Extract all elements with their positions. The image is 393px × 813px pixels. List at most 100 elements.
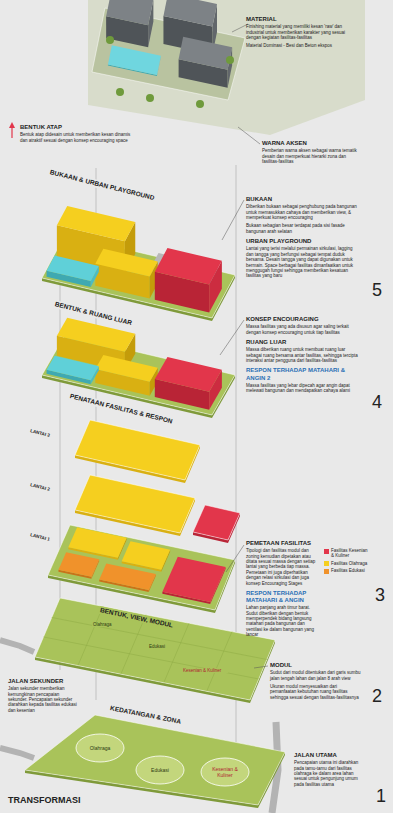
- zone-circle: Edukasi: [135, 755, 185, 785]
- legend-text: Fasilitas Kesenian & Kuliner: [331, 548, 370, 559]
- site-plate: [48, 525, 235, 610]
- annotation-text: Lantai yang terisi melalui permainan sir…: [246, 246, 358, 278]
- zone-label: Edukasi: [148, 644, 166, 649]
- leader-line: [254, 666, 268, 668]
- legend-swatch: [324, 569, 329, 574]
- annotation-text: RESPON TERHADAP MATAHARI & ANGIN: [246, 590, 318, 604]
- zone-ellipse-shape: [76, 734, 124, 762]
- mass-box: [163, 0, 217, 26]
- rendering-site: [92, 8, 245, 100]
- annotation-text: URBAN PLAYGROUND: [246, 238, 358, 245]
- zone-name: Kesenian & Kuliner: [200, 766, 250, 778]
- annotation-text: Jalan sekunder memberikan kemungkinan pe…: [8, 686, 80, 713]
- legend-row: Fasilitas Kesenian & Kuliner: [324, 548, 370, 559]
- leader-line: [238, 127, 260, 144]
- annotation-text: MODUL: [270, 662, 362, 669]
- mass-box: [58, 552, 99, 577]
- legend-text: Fasilitas Olahraga: [331, 561, 367, 566]
- annotation-text: JALAN UTAMA: [294, 752, 366, 759]
- mass-box: [162, 557, 225, 602]
- floor-label: LANTAI 1: [29, 532, 52, 543]
- annotation-text: MATERIAL: [246, 16, 358, 23]
- step-number: 2: [372, 686, 382, 708]
- leader-line: [232, 24, 248, 32]
- mass-box: [68, 527, 126, 558]
- mass-box: [99, 564, 156, 591]
- modul-grid: [44, 637, 259, 679]
- annotation-text: Diberikan bukaan sebagai penghubung pada…: [246, 204, 358, 220]
- annotation-text: Massa fasilitas yang ada disusun agar sa…: [246, 324, 358, 335]
- mass-box: [108, 45, 161, 75]
- annotation-text: PEMETAAN FASILITAS: [246, 540, 318, 547]
- legend-row: Fasilitas Olahraga: [324, 561, 370, 567]
- section-title: BENTUK & RUANG LUAR: [53, 300, 134, 327]
- legend-swatch: [324, 549, 329, 554]
- annotation-text: JALAN SEKUNDER: [8, 678, 80, 685]
- modul-grid: [78, 606, 103, 665]
- zone-name: Edukasi: [135, 767, 185, 773]
- mass-box: [106, 0, 153, 25]
- annotation-text: Pencapaian utama ini diarahkan pada tamu…: [294, 760, 366, 787]
- annotation-text: Massa diberikan ruang untuk membuat ruan…: [246, 347, 358, 363]
- floor-label: LANTAI 3: [29, 428, 52, 439]
- step-number: 1: [376, 786, 386, 808]
- mass-box: [155, 357, 222, 392]
- site-plate: [35, 598, 275, 700]
- leader-line: [220, 320, 244, 355]
- leader-line: [226, 545, 244, 572]
- mass-box: [155, 248, 222, 284]
- modul-grid: [121, 615, 146, 674]
- road-band: [0, 748, 34, 758]
- tree-symbol: [196, 100, 204, 108]
- annotation-text: Material Dominasi - Besi dan Beton ekspo…: [246, 43, 358, 48]
- floor-label: LANTAI 2: [29, 482, 52, 493]
- road-band: [0, 640, 34, 652]
- annotation-text: Bentuk atap didesain untuk memberikan ke…: [20, 132, 132, 143]
- annotation-text: Sudut dari modul ditentukan dari garis s…: [270, 670, 362, 681]
- annotation-text: Bukaan sebagian besar terdapat pada sisi…: [246, 223, 358, 234]
- zone-label: Olahraga: [92, 622, 113, 627]
- zone-circle: Kesenian & Kuliner: [200, 757, 250, 787]
- section-title: KEDATANGAN & ZONA: [109, 704, 183, 726]
- zone-ellipse-shape: [136, 756, 184, 784]
- step-number: 3: [375, 585, 385, 607]
- site-plate: [75, 420, 200, 480]
- legend-swatch: [324, 561, 329, 566]
- zone-label: Kesenian & Kuliner: [182, 668, 228, 673]
- annotation-text: RUANG LUAR: [246, 339, 358, 346]
- modul-grid: [207, 632, 232, 691]
- mass-box: [95, 249, 157, 277]
- site-plate: [75, 475, 195, 533]
- step-number: 4: [372, 392, 382, 414]
- leader-line: [222, 200, 244, 240]
- section-title: PENATAAN FASILITAS & RESPON: [68, 392, 174, 426]
- annotation-text: BUKAAN: [246, 196, 358, 203]
- annotation-text: KONSEP ENCOURAGING: [246, 316, 358, 323]
- legend: Fasilitas Kesenian & KulinerFasilitas Ol…: [324, 548, 370, 576]
- tree-symbol: [226, 56, 234, 64]
- site-plate: [42, 335, 235, 415]
- site-plate: [25, 715, 285, 805]
- mass-box: [179, 37, 233, 70]
- mass-box: [57, 206, 135, 241]
- zone-name: Olahraga: [75, 745, 125, 751]
- sheet-title: TRANSFORMASI: [8, 795, 81, 806]
- annotation-text: Lahan panjang arah timur barat. Sudut di…: [246, 605, 318, 637]
- tree-symbol: [116, 88, 124, 96]
- annotation-text: RESPON TERHADAP MATAHARI & ANGIN 2: [246, 367, 358, 381]
- mass-box: [95, 355, 157, 382]
- zone-ellipse-shape: [201, 758, 249, 786]
- arrow-symbol: [9, 122, 15, 128]
- mass-box: [122, 541, 170, 569]
- tree-symbol: [106, 36, 114, 44]
- annotation-text: Massa fasilitas yang lebar dipecah agar …: [246, 383, 358, 394]
- legend-row: Fasilitas Edukasi: [324, 568, 370, 574]
- step-number: 5: [372, 280, 382, 302]
- site-plate: [193, 505, 240, 540]
- annotation-text: Tipologi dan fasilitas modul dan zoning …: [246, 548, 318, 586]
- mass-box: [47, 256, 99, 281]
- legend-text: Fasilitas Edukasi: [331, 568, 365, 573]
- annotation-text: Finishing material yang memiliki kesan '…: [246, 24, 358, 40]
- annotation-text: Ukuran modul menyesuaikan dari pemanfaat…: [270, 684, 362, 700]
